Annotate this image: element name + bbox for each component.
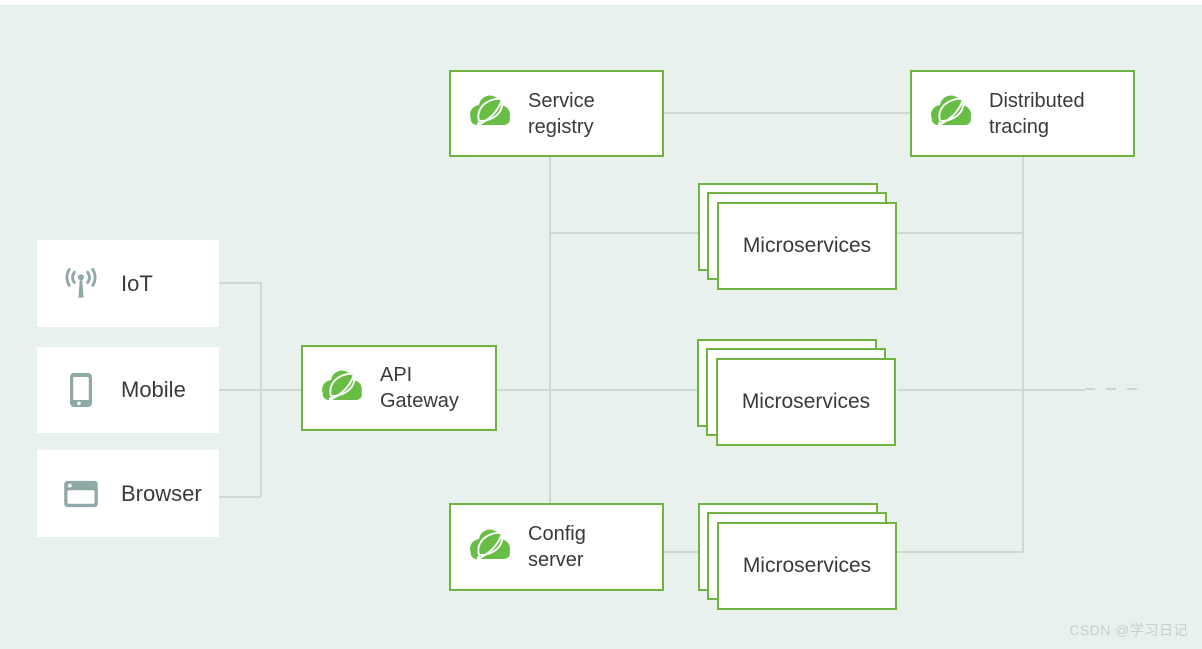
microservices-label: Microservices	[742, 234, 872, 257]
top-white-strip	[0, 0, 1202, 5]
microservices-stack-1: Microservices	[698, 183, 897, 290]
label-line-2: server	[528, 549, 584, 571]
connector-gateway-to-microservices	[497, 389, 719, 391]
connector-iot-stub	[219, 282, 261, 284]
microservices-label: Microservices	[742, 554, 872, 577]
spring-cloud-logo-icon	[928, 94, 974, 133]
label-line-2: tracing	[989, 115, 1050, 138]
label-line-1: Service	[528, 89, 595, 112]
connector-browser-stub	[219, 496, 261, 498]
connector-row1-left	[549, 232, 719, 234]
connector-tracing-vertical	[1022, 157, 1024, 552]
node-label-api-gateway: API Gateway	[380, 362, 459, 414]
mobile-phone-icon	[62, 372, 100, 408]
label-line-2: Gateway	[380, 390, 459, 412]
node-label-distributed-tracing: Distributed tracing	[989, 88, 1085, 140]
client-label-iot: IoT	[121, 270, 153, 296]
connector-row1-right	[897, 232, 1023, 234]
label-line-1: Distributed	[989, 89, 1085, 112]
connector-registry-config-vertical	[549, 157, 551, 503]
microservices-stack-2: Microservices	[697, 339, 896, 446]
connector-config-to-microservices	[664, 551, 719, 553]
stack-front-card: Microservices	[716, 358, 896, 446]
client-label-browser: Browser	[121, 480, 202, 506]
csdn-watermark: CSDN @学习日记	[1069, 622, 1188, 638]
label-line-1: API	[380, 364, 413, 386]
client-box-iot: IoT	[37, 240, 219, 327]
node-config-server: Config server	[449, 503, 664, 591]
browser-window-icon	[62, 480, 100, 508]
label-line-1: Config	[528, 523, 586, 545]
node-api-gateway: API Gateway	[301, 345, 497, 431]
client-box-browser: Browser	[37, 450, 219, 537]
label-line-2: registry	[528, 115, 594, 138]
connector-row3-right	[897, 551, 1023, 553]
iot-antenna-icon	[62, 267, 100, 300]
spring-cloud-logo-icon	[319, 369, 365, 408]
connector-mobile-to-gateway	[219, 389, 303, 391]
spring-cloud-logo-icon	[467, 94, 513, 133]
stack-front-card: Microservices	[717, 202, 897, 290]
connector-row2-dashed-continuation	[1085, 388, 1148, 390]
stack-front-card: Microservices	[717, 522, 897, 610]
connector-row2-right	[897, 389, 1085, 391]
microservices-stack-3: Microservices	[698, 503, 897, 610]
client-box-mobile: Mobile	[37, 347, 219, 433]
node-label-config-server: Config server	[528, 521, 586, 573]
node-distributed-tracing: Distributed tracing	[910, 70, 1135, 157]
node-label-service-registry: Service registry	[528, 88, 595, 140]
microservices-label: Microservices	[741, 390, 871, 413]
node-service-registry: Service registry	[449, 70, 664, 157]
spring-cloud-logo-icon	[467, 528, 513, 567]
connector-registry-to-tracing	[664, 112, 910, 114]
client-label-mobile: Mobile	[121, 377, 186, 402]
